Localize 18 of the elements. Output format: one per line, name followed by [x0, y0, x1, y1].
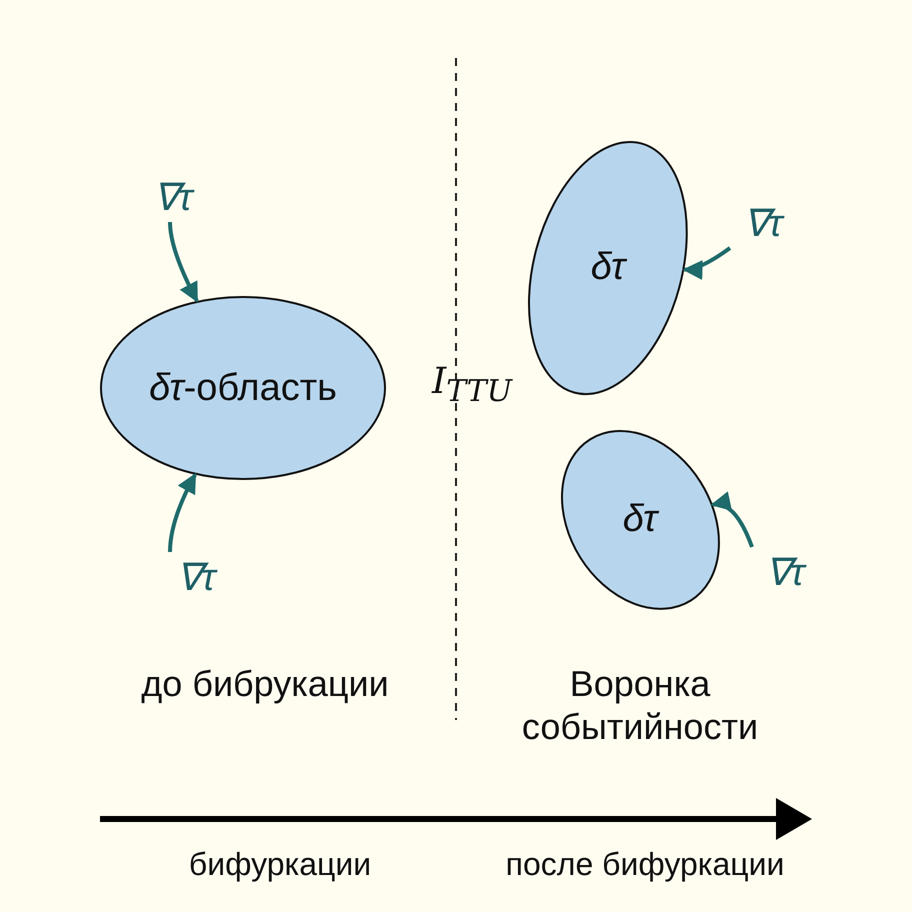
arrow: [682, 246, 732, 279]
gradient-label: ∇τ: [176, 556, 216, 600]
region-label: δτ: [590, 246, 626, 290]
section-label: Воронка событийности: [520, 662, 760, 748]
gradient-label: ∇τ: [153, 176, 193, 220]
arrow: [168, 222, 199, 303]
timeline-label: бифуркации: [188, 845, 372, 884]
arrow: [168, 472, 197, 552]
gradient-label: ∇τ: [765, 550, 805, 594]
section-label: до бибрукации: [140, 662, 390, 706]
ellipse-region: [560, 430, 720, 610]
ellipse-region: [100, 296, 386, 480]
timeline-label: после бифуркации: [504, 845, 786, 884]
ellipse-region: [528, 140, 688, 396]
region-label: δτ-область: [149, 366, 337, 410]
gradient-label: ∇τ: [743, 202, 783, 246]
region-label: δτ: [622, 498, 658, 542]
arrow: [710, 492, 754, 548]
